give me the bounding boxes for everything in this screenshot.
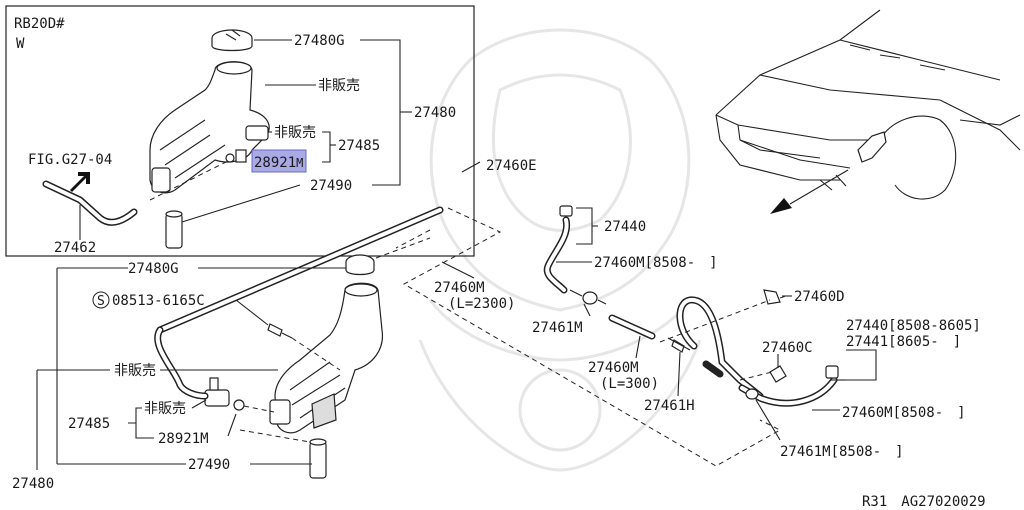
label-main-tank-assy[interactable]: 27480 xyxy=(12,476,54,492)
inset-label-not-for-sale-1: 非販売 xyxy=(318,78,360,94)
label-main-filter[interactable]: 27490 xyxy=(188,457,230,473)
label-long-hose-length: (L=2300) xyxy=(448,296,515,312)
label-hose-2[interactable]: 27460M[8508- ] xyxy=(842,405,966,421)
check-valve-27461H xyxy=(667,337,691,353)
inset-filter xyxy=(165,210,183,249)
label-nozzle-2[interactable]: 27440[8508-8605] xyxy=(846,318,981,334)
inset-fig-ref: FIG.G27-04 xyxy=(28,152,112,168)
watermark-emblem xyxy=(418,28,702,472)
inset-label-hose[interactable]: 27462 xyxy=(54,240,96,256)
bolt-prefix-circle xyxy=(92,291,110,309)
label-nozzle-3[interactable]: 27441[8605- ] xyxy=(846,334,961,350)
main-pump xyxy=(204,377,245,411)
label-hose-1[interactable]: 27460M[8508- ] xyxy=(594,255,718,271)
label-short-hose[interactable]: 27460M xyxy=(588,360,639,376)
inset-frame xyxy=(5,5,475,257)
label-main-pump[interactable]: 28921M xyxy=(158,431,209,447)
label-bolt[interactable]: 08513-6165C xyxy=(112,293,205,309)
direction-arrow xyxy=(789,169,849,205)
inset-label-filter[interactable]: 27490 xyxy=(310,178,352,194)
main-bolt xyxy=(267,323,293,339)
fig-arrow xyxy=(70,172,90,192)
short-hose-27460M xyxy=(608,314,656,340)
main-reservoir-tank xyxy=(269,282,383,434)
highlight-suffix: M xyxy=(296,156,303,170)
label-main-not-for-sale-1: 非販売 xyxy=(114,363,156,379)
bolt-prefix: S xyxy=(97,294,105,309)
label-clip-c[interactable]: 27460C xyxy=(762,340,813,356)
nozzle-27440 xyxy=(543,205,573,294)
highlight-box xyxy=(251,149,307,173)
pump-hose xyxy=(154,326,209,400)
inset-label-cap[interactable]: 27480G xyxy=(294,33,345,49)
label-main-pump-assy[interactable]: 27485 xyxy=(68,416,110,432)
label-short-hose-length: (L=300) xyxy=(600,376,659,392)
label-check-valve[interactable]: 27461H xyxy=(644,398,695,414)
clip-27460C xyxy=(769,365,787,383)
label-clip-27460E[interactable]: 27460E xyxy=(486,158,537,174)
variant-label: W xyxy=(16,36,25,52)
inset-cap xyxy=(211,29,253,52)
label-joint-1[interactable]: 27461M xyxy=(532,320,583,336)
main-cap xyxy=(345,254,375,276)
inset-hose xyxy=(42,180,138,226)
inset-label-pump-highlighted[interactable]: 28921M xyxy=(254,155,303,171)
label-long-hose[interactable]: 27460M xyxy=(434,280,485,296)
inset-label-pump-assy[interactable]: 27485 xyxy=(338,138,380,154)
inset-label-tank-assy[interactable]: 27480 xyxy=(414,105,456,121)
clip-27460D xyxy=(763,289,781,305)
main-filter xyxy=(309,438,327,479)
joint-27461M xyxy=(569,289,607,305)
nozzle-27441 xyxy=(825,365,839,379)
engine-code-label: RB20D# xyxy=(14,16,65,32)
vehicle-front-outline xyxy=(715,9,1021,200)
inset-label-not-for-sale-2: 非販売 xyxy=(274,125,316,141)
joint-27461M-right xyxy=(745,388,759,400)
label-main-cap[interactable]: 27480G xyxy=(128,261,179,277)
long-hose-27460M xyxy=(156,206,444,334)
highlight-part-number: 28921 xyxy=(254,155,296,171)
loop-hose xyxy=(676,296,838,407)
label-main-not-for-sale-2: 非販売 xyxy=(144,401,186,417)
label-clip-d[interactable]: 27460D xyxy=(794,289,845,305)
label-joint-2[interactable]: 27461M[8508- ] xyxy=(780,444,904,460)
label-nozzle-1[interactable]: 27440 xyxy=(604,219,646,235)
inset-pump xyxy=(225,125,269,163)
diagram-code: R31 AG27020029 xyxy=(862,494,986,510)
